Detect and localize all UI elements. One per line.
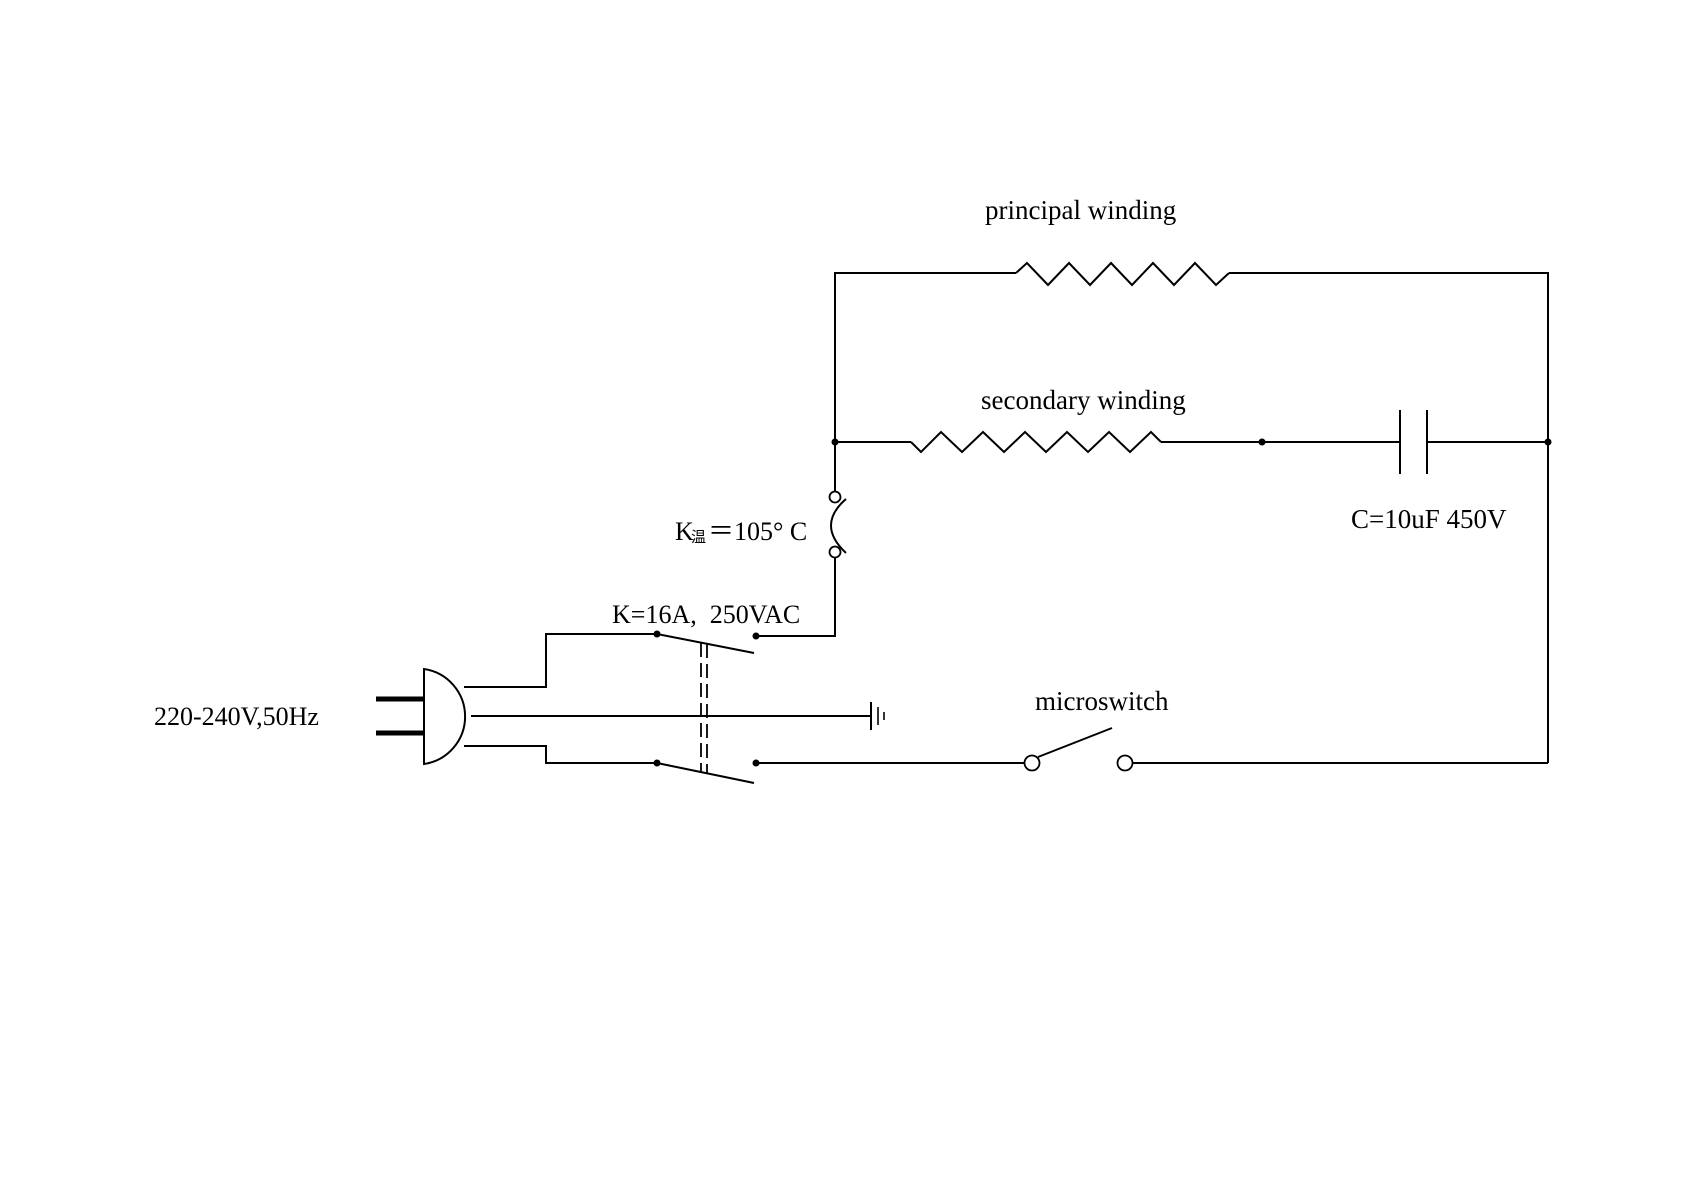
label-capacitor: C=10uF 450V bbox=[1351, 504, 1507, 534]
junction-dot bbox=[1544, 438, 1552, 446]
microswitch-lever bbox=[1037, 727, 1113, 758]
wire-principal-right bbox=[1229, 272, 1549, 763]
main-switch bbox=[464, 630, 760, 784]
microswitch-contact-right bbox=[1116, 754, 1134, 772]
switch-blade-top bbox=[656, 633, 755, 654]
label-thermal-value: ＝105° C bbox=[708, 517, 807, 546]
label-microswitch: microswitch bbox=[1035, 686, 1169, 716]
label-secondary-winding: secondary winding bbox=[981, 385, 1186, 415]
wire-principal-left bbox=[834, 272, 1016, 442]
microswitch-contact-left bbox=[1023, 754, 1041, 772]
plug-body bbox=[423, 667, 467, 766]
junction-dot bbox=[1258, 438, 1266, 446]
thermal-contact-top bbox=[828, 490, 842, 504]
thermal-contact-bottom bbox=[828, 545, 842, 559]
principal-winding-zigzag bbox=[1015, 261, 1230, 287]
label-thermal-subscript: 温 bbox=[691, 528, 706, 546]
thermal-bimetal-arc bbox=[830, 498, 847, 554]
switch-blade-bottom bbox=[656, 762, 755, 784]
label-power-supply: 220-240V,50Hz bbox=[154, 702, 319, 731]
wire-plug-to-switch-top bbox=[464, 633, 657, 688]
switch-contact-top bbox=[752, 632, 760, 640]
microswitch bbox=[756, 727, 1548, 772]
label-thermal-prefix: K bbox=[675, 517, 694, 546]
wire-plug-to-switch-bottom bbox=[464, 745, 657, 764]
wire-thermal-to-switch bbox=[756, 558, 836, 637]
secondary-winding-branch bbox=[831, 410, 1552, 474]
ground-branch bbox=[471, 702, 885, 730]
thermal-switch bbox=[756, 442, 847, 637]
label-main-switch: K=16A, 250VAC bbox=[612, 600, 800, 629]
power-plug bbox=[376, 667, 467, 766]
principal-winding-branch bbox=[834, 261, 1549, 763]
label-principal-winding: principal winding bbox=[985, 195, 1176, 225]
secondary-winding-zigzag bbox=[910, 430, 1162, 454]
